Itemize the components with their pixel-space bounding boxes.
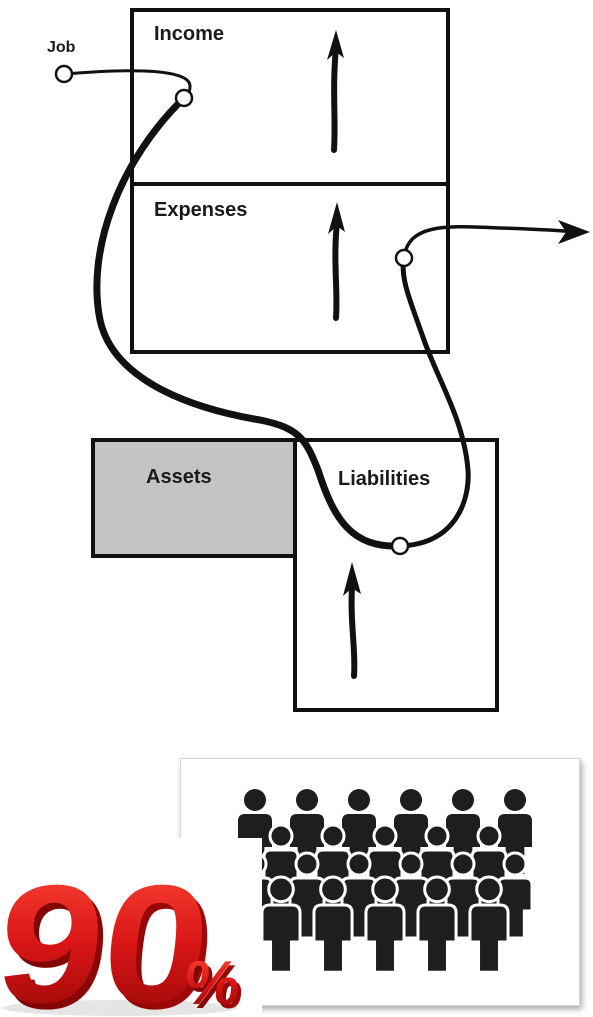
percent-shadow: % (185, 953, 247, 1017)
expenses-up-arrow-icon (328, 202, 345, 321)
assets-label: Assets (146, 466, 212, 488)
percent-symbol: % (181, 949, 243, 1017)
expenses-label: Expenses (154, 199, 247, 221)
person-icon (260, 875, 302, 974)
person-icon (468, 875, 510, 974)
expenses-box: Expenses (130, 182, 450, 354)
job-node (54, 64, 74, 84)
liabilities-up-arrow-icon (343, 562, 361, 679)
ninety-shadow: 90 (0, 855, 224, 1017)
crowd-of-people-icon (236, 789, 534, 974)
ninety-number: 90 (0, 849, 219, 1017)
expenses-node (394, 248, 414, 268)
person-icon (312, 875, 354, 974)
income-up-arrow-icon (327, 30, 344, 153)
assets-box: Assets (91, 438, 297, 558)
ninety-percent-graphic: 90 90 % % (0, 838, 262, 1017)
liabilities-node (390, 536, 410, 556)
income-label: Income (154, 23, 224, 45)
person-icon (416, 875, 458, 974)
liabilities-label: Liabilities (338, 468, 430, 490)
person-icon (364, 875, 406, 974)
income-node (174, 88, 194, 108)
job-label: Job (47, 39, 76, 56)
crowd-card (180, 758, 580, 1006)
liabilities-box: Liabilities (293, 438, 499, 712)
cashflow-diagram: Income Expenses Assets Liabilities Job (47, 8, 590, 712)
